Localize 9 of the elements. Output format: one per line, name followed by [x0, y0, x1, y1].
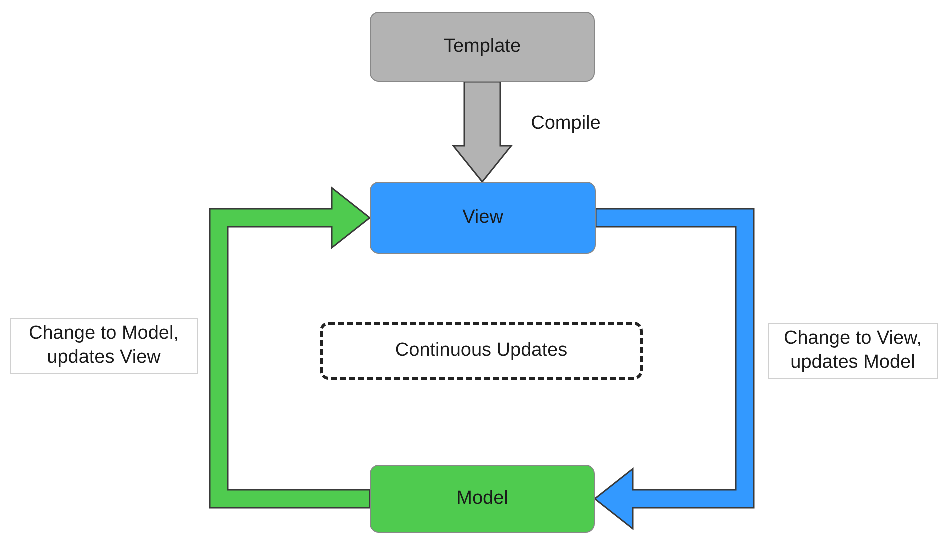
block-arrow [209, 186, 372, 509]
block-arrow [452, 81, 514, 184]
note-label: Change to View, updates Model [768, 323, 938, 378]
process-box: Model [370, 465, 595, 533]
block-arrow [594, 208, 755, 531]
note-label: Change to Model, updates View [10, 318, 198, 374]
process-box: View [370, 182, 596, 254]
dashed-box: Continuous Updates [320, 322, 643, 380]
process-box: Template [370, 12, 595, 82]
